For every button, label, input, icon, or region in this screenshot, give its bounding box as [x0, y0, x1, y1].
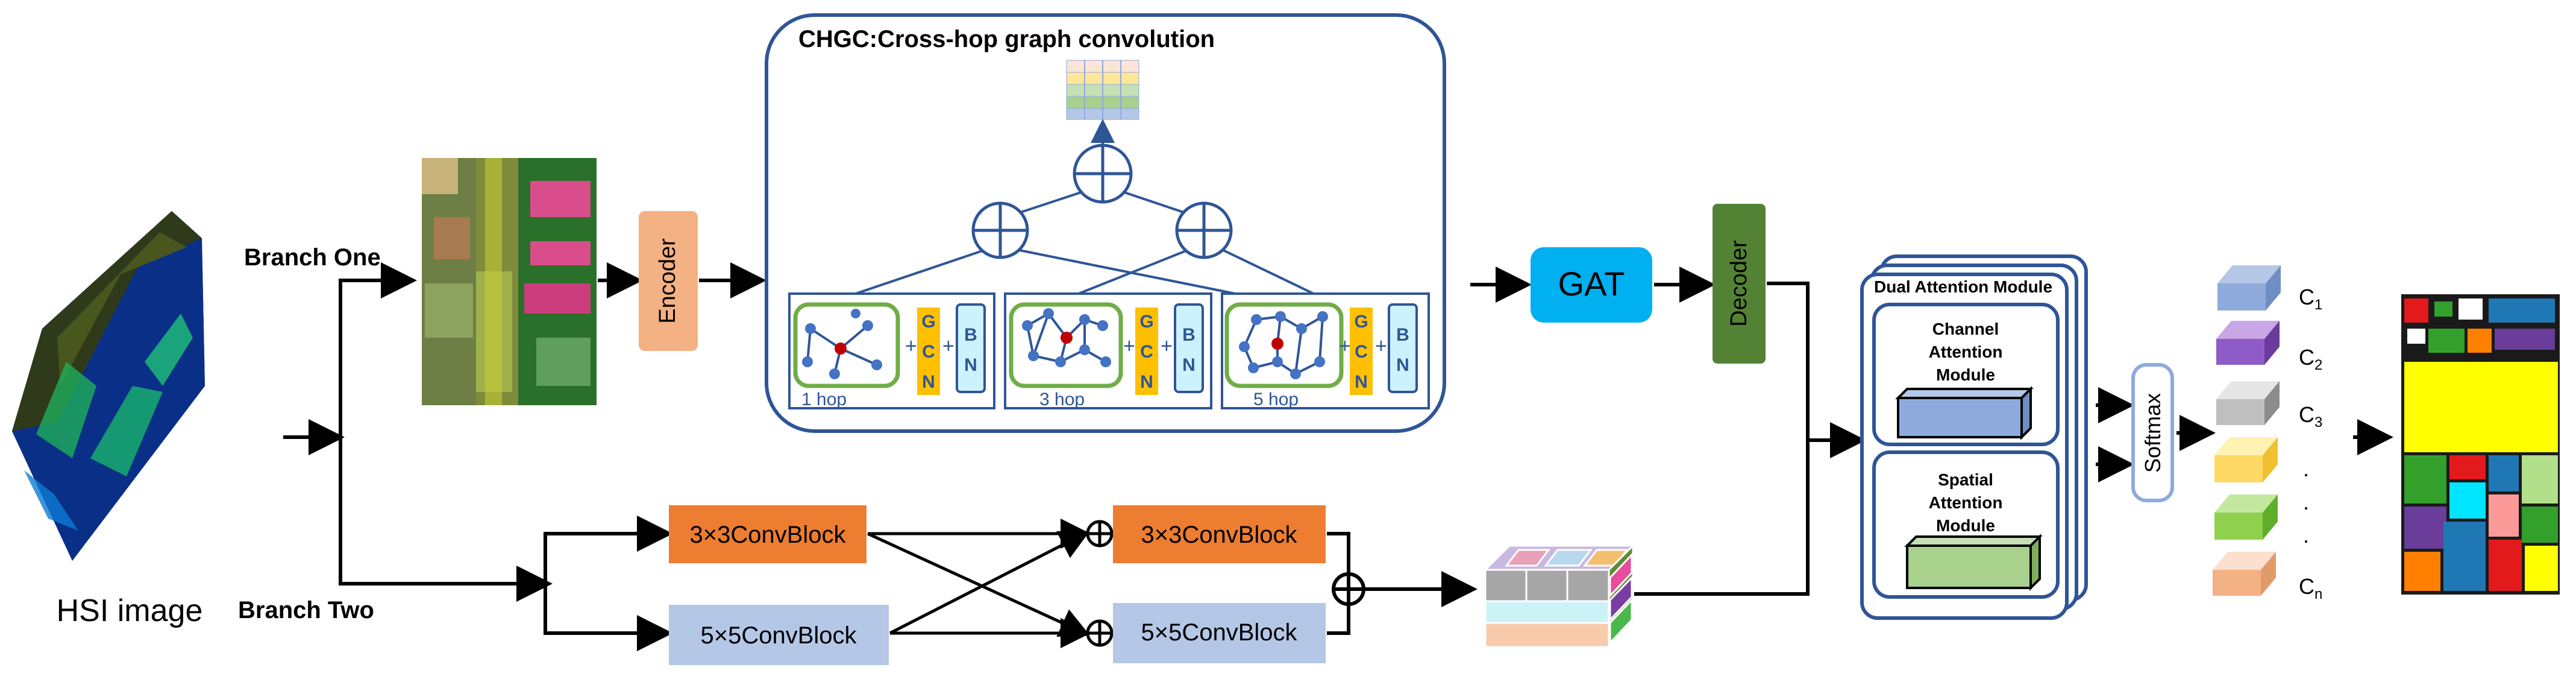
hop-1-label: 1 hop	[801, 390, 847, 409]
channel-attention-label-3: Module	[1936, 365, 1995, 384]
hop-5-gcn-c: C	[1355, 342, 1368, 362]
conv3-right-label: 3×3ConvBlock	[1141, 522, 1297, 548]
class-label-c1: C1	[2299, 285, 2322, 313]
hop-3-graph	[1009, 302, 1123, 388]
hop-3-plus-b: +	[1161, 335, 1173, 358]
class-cube-n	[2213, 552, 2276, 596]
hop-1-plus-b: +	[942, 335, 954, 358]
hop-3-plus-a: +	[1123, 335, 1135, 358]
class-dot-2: .	[2303, 490, 2309, 514]
cross-connection-lines	[867, 519, 1091, 648]
hop-1-graph-nodes	[802, 309, 882, 379]
hop-5-bn-b: B	[1396, 325, 1409, 345]
conv5-left-label: 5×5ConvBlock	[700, 622, 857, 649]
hop-1-bn-b: B	[964, 325, 977, 345]
hop-5-gcn-g: G	[1354, 312, 1368, 332]
branch-two-label: Branch Two	[238, 597, 374, 623]
dual-attention-title: Dual Attention Module	[1874, 277, 2052, 296]
class-cube-5	[2214, 494, 2278, 540]
spatial-attention-box	[1904, 534, 2043, 591]
hop-5-plus-b: +	[1375, 335, 1387, 358]
class-label-cn: Cn	[2299, 574, 2322, 602]
class-cube-2	[2216, 321, 2280, 365]
merge-sum-node	[1332, 572, 1365, 606]
hop-3-gcn-c: C	[1140, 342, 1153, 362]
hop-1-gcn-block	[917, 308, 940, 395]
hop-3-graph-nodes	[1022, 308, 1111, 367]
conv3-sum-node	[1086, 520, 1114, 548]
hop-5-bn-n: N	[1396, 355, 1409, 375]
class-cube-1	[2217, 265, 2281, 311]
hop-1-gcn-n: N	[922, 372, 935, 392]
hop-1-gcn-g: G	[921, 312, 935, 332]
encoder-block	[639, 211, 698, 351]
channel-attention-box	[1895, 386, 2034, 440]
branch-two-split-lines	[544, 516, 673, 651]
hop-3-bn-b: B	[1182, 325, 1196, 345]
false-color-map-image	[422, 158, 597, 405]
gat-block	[1531, 247, 1652, 323]
class-label-c2: C2	[2299, 345, 2322, 373]
hop-5-label: 5 hop	[1253, 390, 1299, 409]
hop-3-bn-block	[1174, 303, 1204, 393]
hop-3-bn-n: N	[1182, 355, 1196, 375]
hop-3-gcn-block	[1135, 308, 1158, 395]
hop-3-gcn-n: N	[1140, 372, 1153, 392]
class-label-c3: C3	[2299, 402, 2322, 431]
hop-1-plus-a: +	[905, 335, 917, 358]
conv3-left-label: 3×3ConvBlock	[689, 522, 846, 548]
hop-1-graph	[793, 302, 900, 388]
class-cube-4	[2214, 437, 2278, 482]
hsi-image-label: HSI image	[57, 593, 203, 628]
hop-1-bn-n: N	[964, 355, 977, 375]
hop-5-plus-a: +	[1339, 335, 1351, 358]
hop-1-gcn-c: C	[922, 342, 935, 362]
softmax-label: Softmax	[2140, 393, 2165, 473]
spatial-attention-label-3: Module	[1936, 516, 1995, 535]
conv5-right-block	[1113, 603, 1326, 663]
hop-5-graph-nodes	[1239, 311, 1328, 379]
channel-attention-label-1: Channel	[1932, 320, 1999, 338]
sum-connection-lines	[855, 191, 1314, 295]
hop-5-bn-block	[1388, 303, 1418, 393]
gat-label: GAT	[1558, 265, 1625, 303]
classification-map-image	[2401, 294, 2560, 595]
decoder-block	[1713, 204, 1766, 364]
hop-5-gcn-n: N	[1355, 372, 1368, 392]
spatial-attention-label-2: Attention	[1929, 493, 2003, 512]
right-sum-node	[1175, 201, 1233, 259]
left-sum-node	[971, 201, 1029, 259]
conv3-right-block	[1113, 505, 1326, 563]
hsi-cube-image	[12, 211, 205, 561]
join-lines	[1634, 282, 1866, 596]
channel-attention-label-2: Attention	[1929, 342, 2003, 361]
chgc-title: CHGC:Cross-hop graph convolution	[798, 26, 1215, 52]
class-dot-1: .	[2303, 456, 2309, 481]
encoder-label: Encoder	[655, 238, 680, 324]
hop-1-bn-block	[956, 303, 986, 393]
conv5-right-label: 5×5ConvBlock	[1141, 619, 1297, 646]
class-dot-3: .	[2303, 523, 2309, 548]
hop-3-gcn-g: G	[1139, 312, 1153, 332]
spatial-attention-label-1: Spatial	[1938, 470, 1993, 489]
conv5-left-block	[669, 605, 889, 665]
feature-cube	[1483, 543, 1635, 648]
branch-one-label: Branch One	[244, 244, 381, 271]
class-cube-3	[2216, 381, 2280, 425]
hop-5-gcn-block	[1350, 308, 1373, 395]
conv5-sum-node	[1086, 619, 1114, 647]
softmax-block	[2131, 363, 2174, 502]
chgc-output-grid	[1066, 60, 1139, 120]
decoder-label: Decoder	[1726, 240, 1752, 327]
conv3-left-block	[669, 505, 867, 563]
merge-lines	[1327, 532, 1350, 635]
input-arrows	[283, 262, 553, 602]
top-sum-node	[1073, 144, 1133, 204]
hop-3-label: 3 hop	[1039, 390, 1085, 409]
